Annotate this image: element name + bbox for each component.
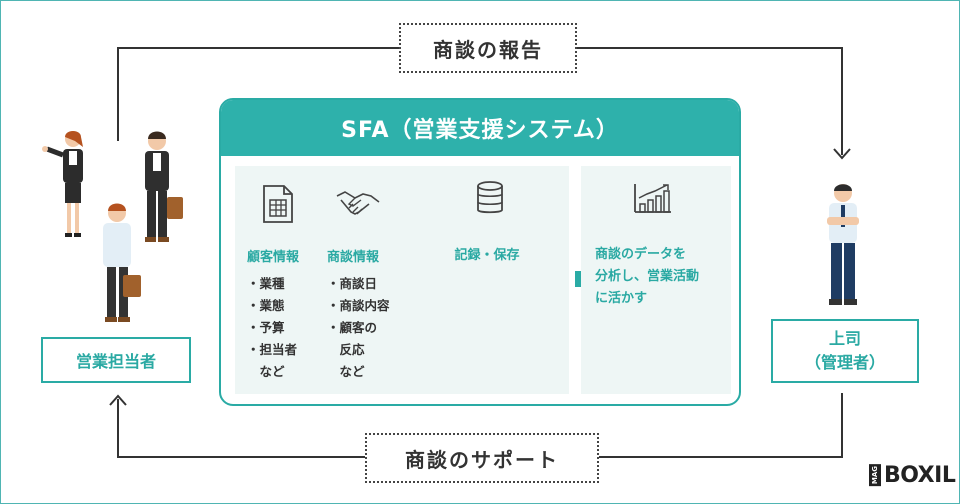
salesman-figure bbox=[145, 131, 183, 242]
flow-line-bottom-right-vertical bbox=[841, 393, 843, 457]
saleswoman-figure bbox=[42, 131, 83, 237]
report-label: 商談の報告 bbox=[399, 23, 577, 73]
bar-chart-icon bbox=[634, 184, 671, 213]
sales-reps-illustration bbox=[42, 131, 183, 322]
database-icon bbox=[477, 181, 503, 214]
sales-rep-label: 営業担当者 bbox=[75, 352, 156, 371]
manager-label-line1: 上司 bbox=[828, 329, 861, 348]
arrow-down-icon bbox=[833, 148, 851, 160]
sfa-title: SFA（営業支援システム） bbox=[221, 100, 739, 156]
analysis-line: 商談のデータを bbox=[595, 247, 687, 262]
manager-label-box: 上司 （管理者） bbox=[771, 319, 919, 383]
info-panel: 顧客情報 ・業種 ・業態 ・予算 ・担当者 など 商談情報 ・商談日 ・商談内容… bbox=[235, 166, 409, 394]
analysis-text: 商談のデータを 分析し、営業活動 に活かす bbox=[595, 244, 725, 310]
manager-label-line2: （管理者） bbox=[804, 353, 885, 372]
sfa-system-box: SFA（営業支援システム） 顧客情報 ・業種 ・業態 bbox=[219, 98, 741, 406]
customer-info-item: ・業種 bbox=[247, 276, 285, 291]
analysis-line: に活かす bbox=[595, 291, 648, 306]
handshake-icon bbox=[336, 191, 380, 215]
manager-illustration bbox=[827, 184, 859, 305]
boxil-logo: MAG BOXIL bbox=[869, 463, 956, 488]
customer-info-item: ・担当者 bbox=[247, 342, 298, 357]
salesman-figure bbox=[103, 203, 141, 322]
boxil-wordmark: BOXIL bbox=[884, 463, 956, 488]
deal-info-item: 反応 bbox=[327, 342, 365, 357]
record-save-text: 記録・保存 bbox=[454, 248, 520, 263]
deal-info-item: ・商談日 bbox=[327, 276, 378, 291]
arrow-up-icon bbox=[109, 394, 127, 406]
flow-line-bottom-left-vertical bbox=[117, 399, 119, 457]
deal-info-heading: 商談情報 bbox=[327, 250, 380, 265]
mag-badge: MAG bbox=[869, 464, 881, 487]
support-label: 商談のサポート bbox=[365, 433, 599, 483]
customer-info-item: ・予算 bbox=[247, 320, 285, 335]
deal-info-column: 商談情報 ・商談日 ・商談内容 ・顧客の 反応 など bbox=[327, 246, 407, 383]
record-panel: 記録・保存 bbox=[405, 166, 569, 394]
deal-info-item: ・商談内容 bbox=[327, 298, 390, 313]
customer-info-heading: 顧客情報 bbox=[247, 250, 300, 265]
spreadsheet-icon bbox=[263, 185, 293, 223]
flow-line-top-left-vertical bbox=[117, 47, 119, 141]
customer-info-column: 顧客情報 ・業種 ・業態 ・予算 ・担当者 など bbox=[247, 246, 327, 383]
deal-info-item: など bbox=[327, 364, 365, 379]
flow-line-top-right-vertical bbox=[841, 47, 843, 155]
analysis-line: 分析し、営業活動 bbox=[595, 269, 700, 284]
analysis-panel: 商談のデータを 分析し、営業活動 に活かす bbox=[581, 166, 731, 394]
support-label-text: 商談のサポート bbox=[405, 447, 559, 472]
customer-info-item: ・業態 bbox=[247, 298, 285, 313]
deal-info-item: ・顧客の bbox=[327, 320, 378, 335]
report-label-text: 商談の報告 bbox=[433, 37, 543, 62]
sales-rep-label-box: 営業担当者 bbox=[41, 337, 191, 383]
customer-info-item: など bbox=[247, 364, 285, 379]
